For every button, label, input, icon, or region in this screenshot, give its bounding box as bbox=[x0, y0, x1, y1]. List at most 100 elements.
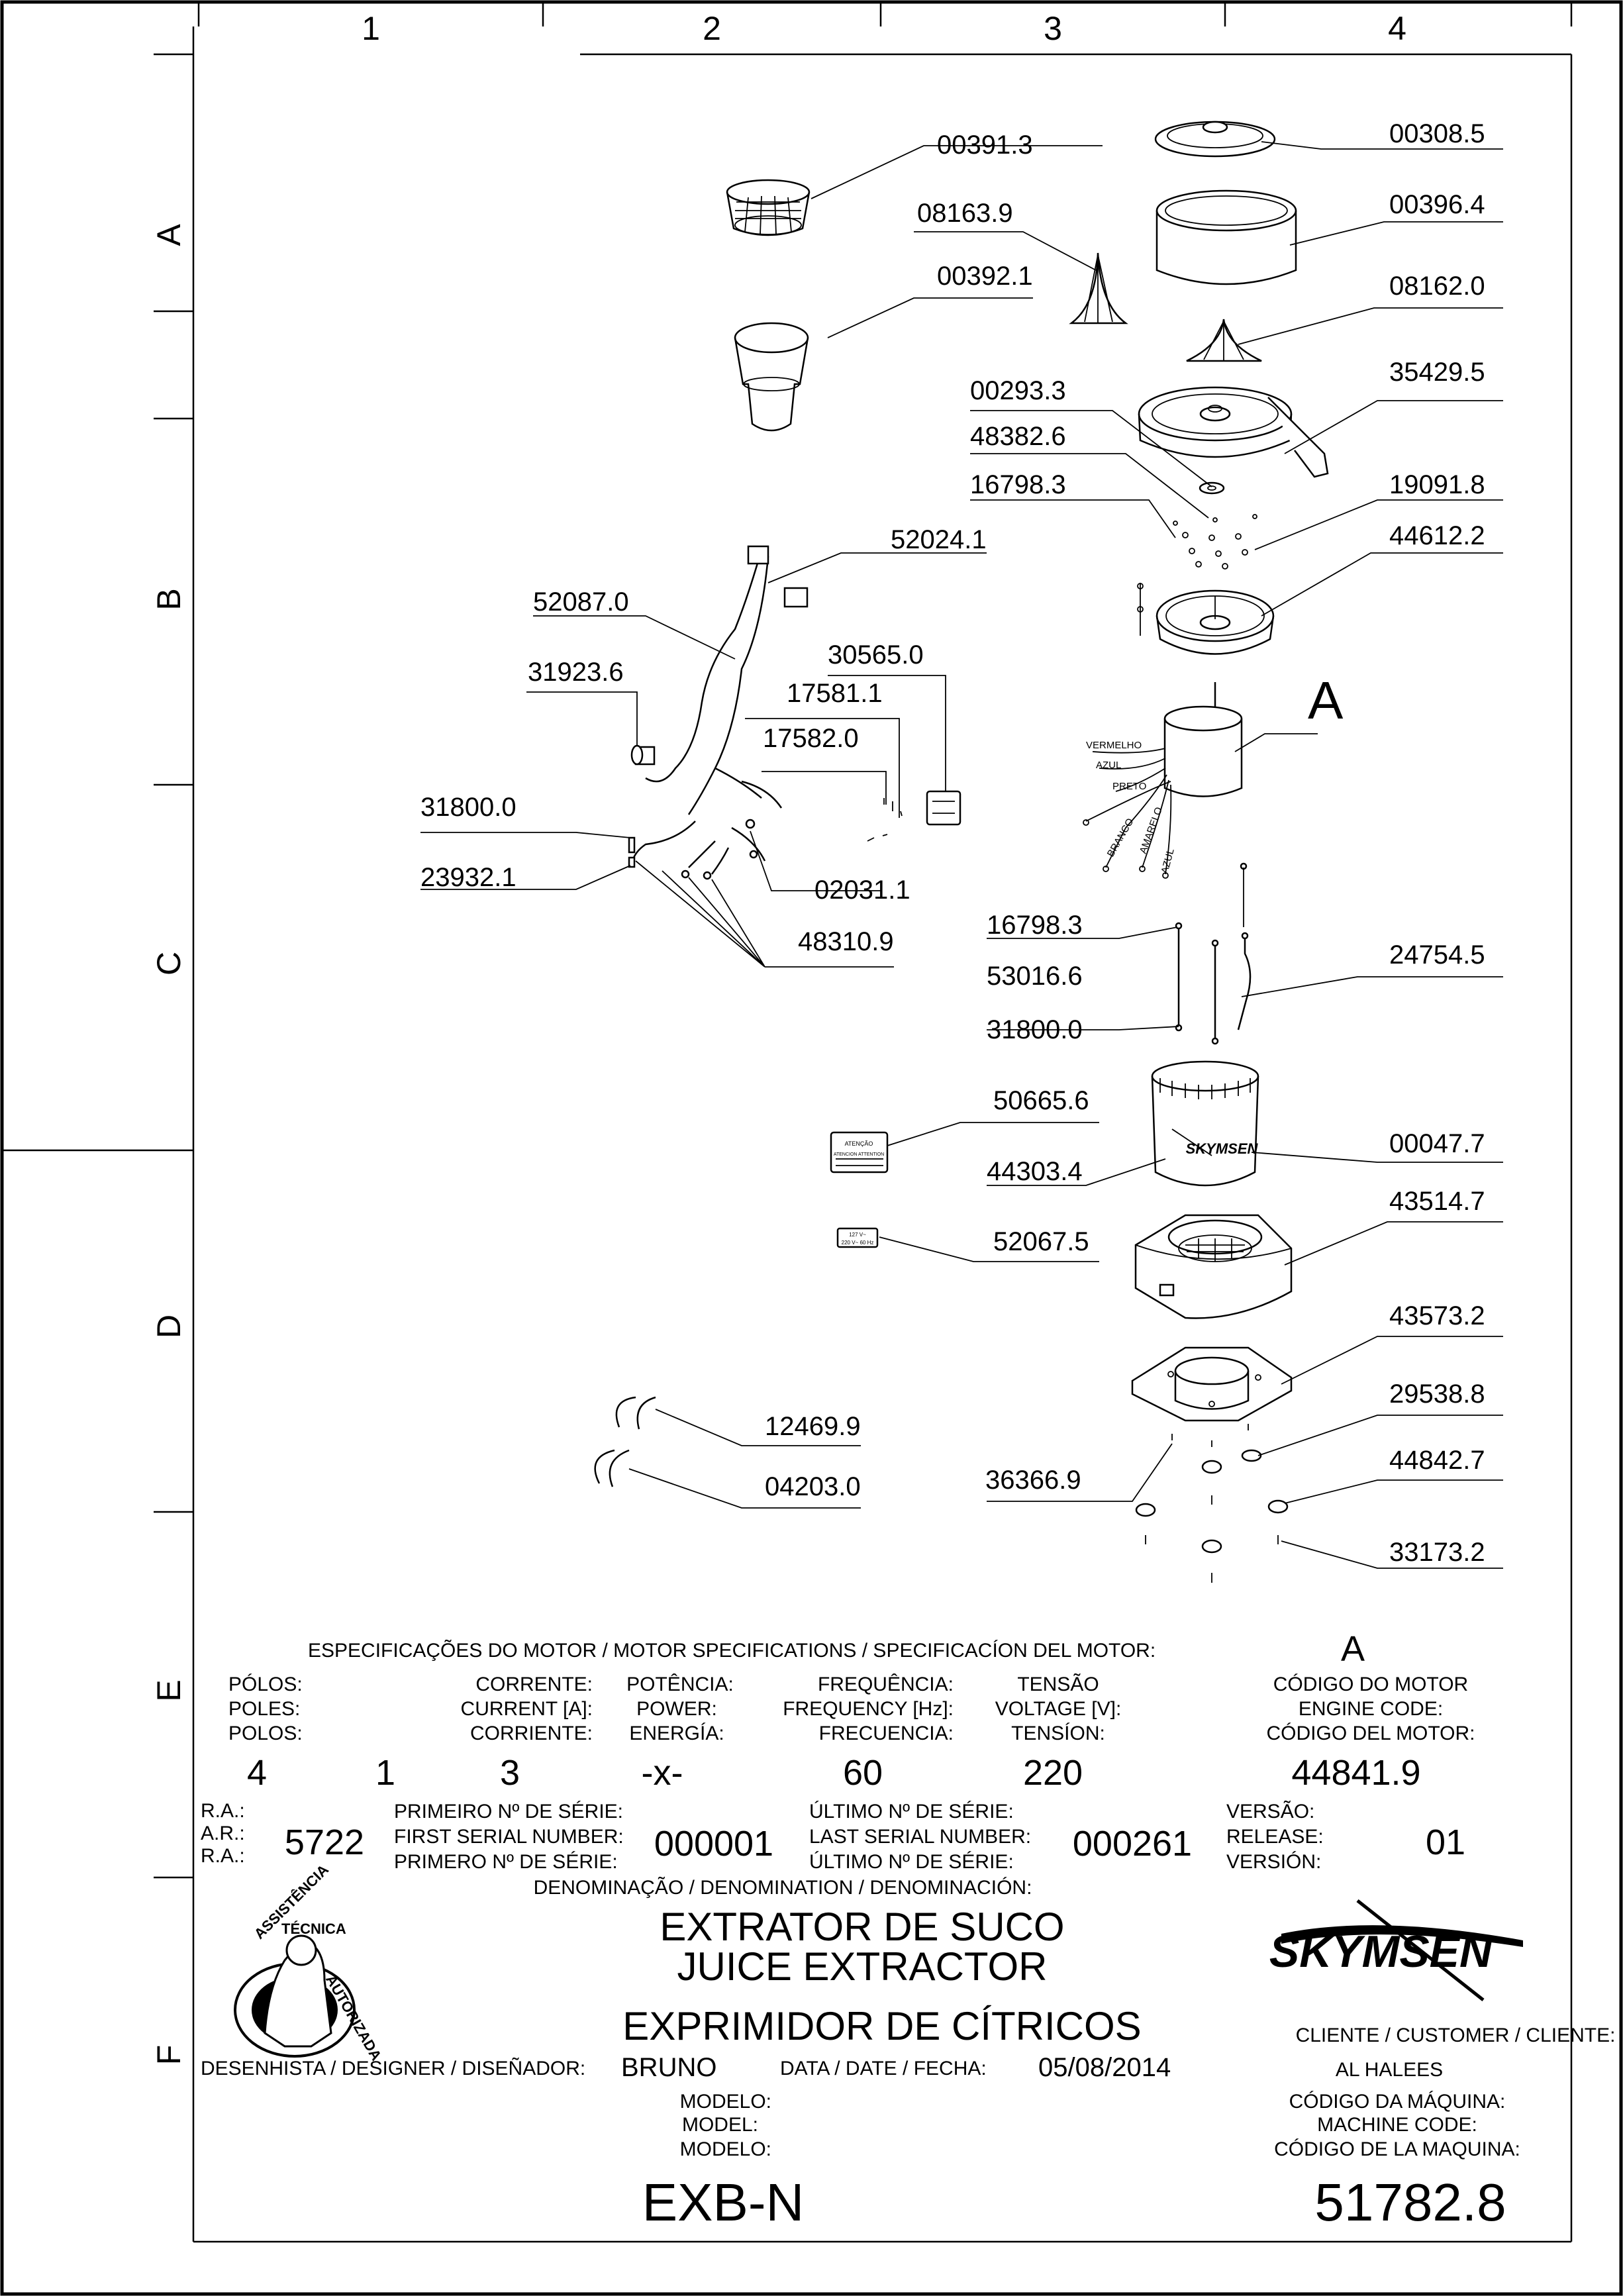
current-label-en: CURRENT [A]: bbox=[461, 1698, 593, 1720]
part-label-16798-3: 16798.3 bbox=[970, 470, 1066, 499]
frequency-label-es: FRECUENCIA: bbox=[819, 1722, 954, 1744]
part-label-17582-0: 17582.0 bbox=[763, 724, 859, 753]
part-label-31800-0: 31800.0 bbox=[420, 793, 516, 822]
juice-tray-drawing bbox=[1138, 386, 1329, 478]
current-extra-value: 3 bbox=[500, 1753, 520, 1793]
label-50665-drawing: ATENÇÃO ATENCION ATTENTION bbox=[830, 1131, 889, 1173]
frequency-label-en: FREQUENCY [Hz]: bbox=[783, 1698, 954, 1720]
frequency-value: 60 bbox=[843, 1753, 883, 1793]
frequency-label-pt: FREQUÊNCIA: bbox=[818, 1673, 954, 1695]
poles-value: 4 bbox=[247, 1753, 267, 1793]
title-block: ESPECIFICAÇÕES DO MOTOR / MOTOR SPECIFIC… bbox=[201, 1629, 1615, 2232]
part-label-31923-6: 31923.6 bbox=[528, 658, 624, 687]
machine-code-label-en: MACHINE CODE: bbox=[1317, 2114, 1477, 2136]
first-serial-label-pt: PRIMEIRO Nº DE SÉRIE: bbox=[394, 1801, 623, 1822]
part-label-44303-4: 44303.4 bbox=[987, 1157, 1083, 1186]
small-cone-drawing bbox=[1069, 252, 1128, 324]
part-label-29538-8: 29538.8 bbox=[1389, 1379, 1485, 1409]
power-label-es: ENERGÍA: bbox=[629, 1722, 724, 1744]
part-label-36366-9: 36366.9 bbox=[985, 1466, 1081, 1495]
grid-row-a: A bbox=[150, 224, 187, 246]
model-label-en: MODEL: bbox=[682, 2114, 758, 2136]
grid-column-3: 3 bbox=[1044, 10, 1062, 47]
grid-row-d: D bbox=[150, 1315, 187, 1338]
power-label-pt: POTÊNCIA: bbox=[626, 1673, 734, 1695]
voltage-label-es: TENSÍON: bbox=[1011, 1722, 1105, 1744]
part-label-02031-1: 02031.1 bbox=[814, 875, 910, 905]
machine-code-block: CÓDIGO DA MÁQUINA: MACHINE CODE: CÓDIGO … bbox=[1274, 2091, 1520, 2232]
label-52067-drawing: 127 V~ 220 V~ 60 Hz bbox=[836, 1227, 879, 1248]
part-label-00396-4: 00396.4 bbox=[1389, 190, 1485, 219]
label-50665-line-1: ATENÇÃO bbox=[845, 1140, 873, 1147]
model-value: EXB-N bbox=[642, 2173, 805, 2232]
motor-code-label-pt: CÓDIGO DO MOTOR bbox=[1273, 1673, 1468, 1695]
authorized-service-seal: ASSISTÊNCIA TÉCNICA AUTORIZADA bbox=[234, 1861, 385, 2064]
part-label-00392-1: 00392.1 bbox=[937, 262, 1033, 291]
part-label-53016-6: 53016.6 bbox=[987, 962, 1083, 991]
denomination-pt: EXTRATOR DE SUCO bbox=[660, 1905, 1064, 1949]
frequency-labels: FREQUÊNCIA: FREQUENCY [Hz]: FRECUENCIA: bbox=[783, 1673, 954, 1744]
first-serial-label-en: FIRST SERIAL NUMBER: bbox=[394, 1826, 624, 1848]
ra-label-1: R.A.: bbox=[201, 1800, 245, 1822]
part-label-04203-0: 04203.0 bbox=[765, 1472, 861, 1501]
brand-logo: SKYMSEN bbox=[1269, 1899, 1523, 2001]
feet-drawing bbox=[1135, 1424, 1289, 1583]
date-label: DATA / DATE / FECHA: bbox=[780, 2058, 987, 2079]
model-label-es: MODELO: bbox=[680, 2138, 771, 2160]
part-label-44612-2: 44612.2 bbox=[1389, 521, 1485, 550]
grid-column-1: 1 bbox=[362, 10, 380, 47]
first-serial-value: 000001 bbox=[654, 1824, 773, 1864]
voltage-label-en: VOLTAGE [V]: bbox=[995, 1698, 1122, 1720]
part-label-30565-0: 30565.0 bbox=[828, 640, 924, 670]
grid-column-4: 4 bbox=[1388, 10, 1406, 47]
wire-label-azul-2: AZUL bbox=[1159, 848, 1176, 875]
label-50665-line-2: ATENCION ATTENTION bbox=[834, 1152, 884, 1157]
ra-label-3: R.A.: bbox=[201, 1845, 245, 1867]
denomination-en: JUICE EXTRACTOR bbox=[677, 1944, 1048, 1989]
wire-label-branco: BRANCO bbox=[1105, 817, 1136, 859]
current-label-pt: CORRENTE: bbox=[475, 1673, 593, 1695]
power-label-en: POWER: bbox=[636, 1698, 717, 1720]
part-label-48310-9: 48310.9 bbox=[798, 927, 894, 956]
part-label-00391-3: 00391.3 bbox=[937, 130, 1033, 160]
grid-row-labels: A B C D E F bbox=[150, 224, 187, 2066]
motor-spec-title: ESPECIFICAÇÕES DO MOTOR / MOTOR SPECIFIC… bbox=[308, 1639, 1156, 1662]
version-label-en: RELEASE: bbox=[1226, 1826, 1324, 1848]
customer-label: CLIENTE / CUSTOMER / CLIENTE: bbox=[1296, 2024, 1616, 2046]
wire-label-azul: AZUL bbox=[1096, 760, 1121, 771]
first-serial-block: PRIMEIRO Nº DE SÉRIE: FIRST SERIAL NUMBE… bbox=[394, 1801, 773, 1873]
motor-drawing bbox=[1083, 682, 1243, 879]
last-serial-label-en: LAST SERIAL NUMBER: bbox=[809, 1826, 1031, 1848]
seal-text-2: TÉCNICA bbox=[281, 1921, 346, 1937]
motor-code-value: 44841.9 bbox=[1291, 1753, 1420, 1793]
model-block: MODELO: MODEL: MODELO: EXB-N bbox=[642, 2091, 805, 2232]
wire-label-vermelho: VERMELHO bbox=[1086, 740, 1142, 751]
motor-callout-a: A bbox=[1308, 671, 1344, 730]
part-label-08163-9: 08163.9 bbox=[917, 199, 1013, 228]
part-label-52024-1: 52024.1 bbox=[891, 525, 987, 554]
wire-label-preto: PRETO bbox=[1112, 781, 1146, 792]
current-value: 1 bbox=[375, 1753, 395, 1793]
last-serial-label-pt: ÚLTIMO Nº DE SÉRIE: bbox=[809, 1801, 1014, 1822]
poles-label-es: POLOS: bbox=[228, 1722, 303, 1744]
part-label-16798-3-b: 16798.3 bbox=[987, 911, 1083, 940]
last-serial-block: ÚLTIMO Nº DE SÉRIE: LAST SERIAL NUMBER: … bbox=[809, 1801, 1192, 1873]
voltage-value: 220 bbox=[1023, 1753, 1083, 1793]
motor-code-label-es: CÓDIGO DEL MOTOR: bbox=[1266, 1722, 1475, 1744]
screws-nuts-drawing bbox=[1137, 514, 1257, 636]
part-label-48382-6: 48382.6 bbox=[970, 422, 1066, 451]
ra-block: R.A.: A.R.: R.A.: 5722 bbox=[201, 1800, 364, 1867]
cup-drawing bbox=[734, 322, 809, 432]
ra-value: 5722 bbox=[285, 1822, 364, 1862]
version-block: VERSÃO: RELEASE: VERSIÓN: 01 bbox=[1226, 1800, 1465, 1873]
date-value: 05/08/2014 bbox=[1038, 2053, 1171, 2082]
part-label-43573-2: 43573.2 bbox=[1389, 1301, 1485, 1330]
power-value: -x- bbox=[642, 1753, 683, 1793]
part-label-17581-1: 17581.1 bbox=[787, 679, 883, 708]
base-drawing bbox=[1134, 1214, 1293, 1319]
part-label-00293-3: 00293.3 bbox=[970, 376, 1066, 405]
large-cone-drawing bbox=[1186, 319, 1262, 362]
rods-drawing bbox=[1175, 862, 1252, 1045]
